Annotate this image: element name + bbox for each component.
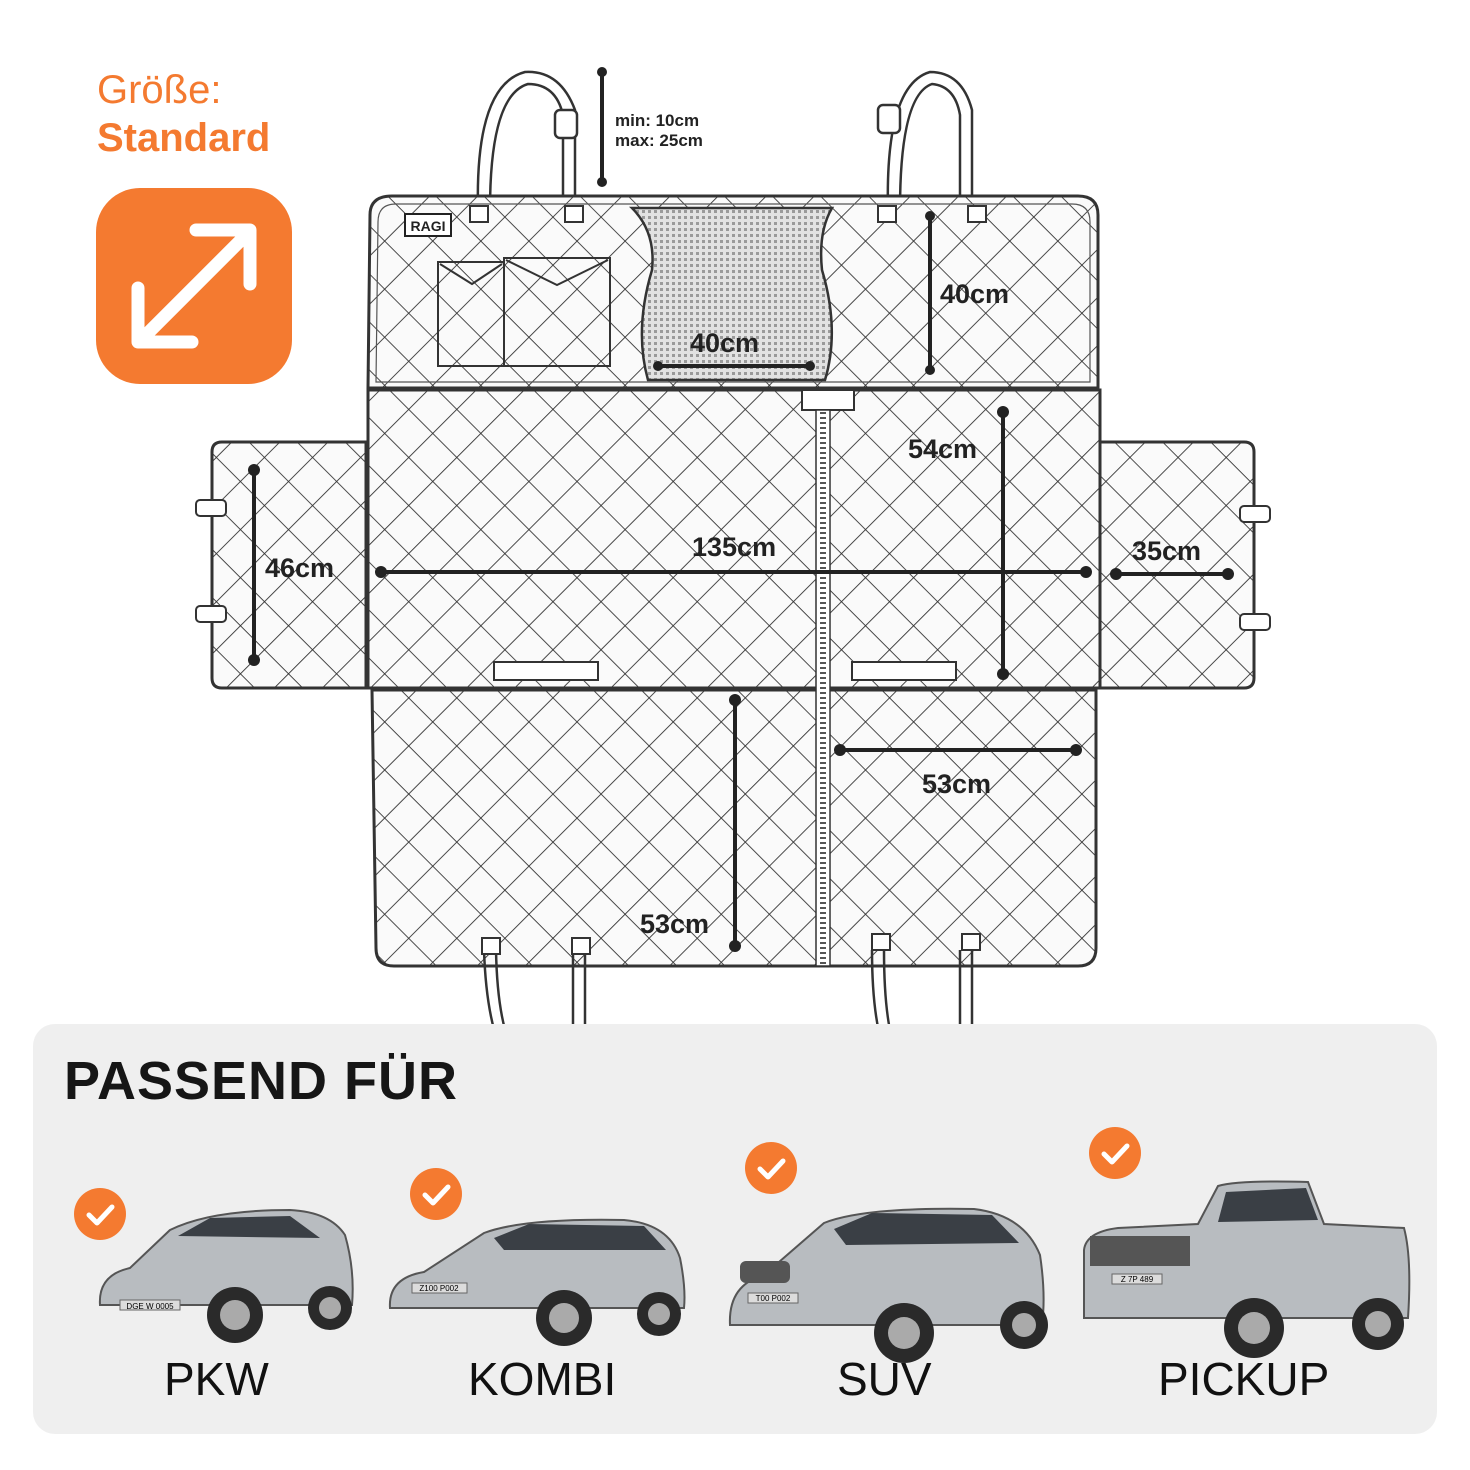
car-hatchback-image: DGE W 0005 xyxy=(98,1208,354,1343)
vehicle-label-pickup: PICKUP xyxy=(1158,1353,1330,1405)
strap-min-label: min: 10cm xyxy=(615,111,699,130)
car-pickup-image: Z 7P 489 xyxy=(1083,1180,1411,1358)
vehicle-pkw: DGE W 0005 PKW xyxy=(70,1180,370,1410)
seat-depth-label: 54cm xyxy=(908,434,977,464)
vehicle-suv: T00 P002 SUV xyxy=(720,1140,1060,1410)
strap-max-label: max: 25cm xyxy=(615,131,703,150)
side-flap-right-width-line xyxy=(1110,568,1234,580)
svg-text:Z 7P 489: Z 7P 489 xyxy=(1121,1275,1154,1284)
resize-diagonal-arrows-icon xyxy=(96,188,292,384)
total-width-line xyxy=(375,566,1092,578)
size-heading: Größe: xyxy=(97,68,222,112)
lower-height-label: 53cm xyxy=(640,909,709,939)
back-height-label: 40cm xyxy=(940,279,1009,309)
lower-width-label: 53cm xyxy=(922,769,991,799)
checkmark-icon xyxy=(745,1142,797,1194)
size-value: Standard xyxy=(97,116,271,160)
svg-text:DGE W 0005: DGE W 0005 xyxy=(126,1302,174,1311)
checkmark-icon xyxy=(74,1188,126,1240)
lower-width-line xyxy=(834,744,1082,756)
lower-height-line xyxy=(729,694,741,952)
checkmark-icon xyxy=(410,1168,462,1220)
side-flap-right-label: 35cm xyxy=(1132,536,1201,566)
zipper xyxy=(815,409,831,967)
mesh-window xyxy=(628,206,835,382)
svg-text:T00 P002: T00 P002 xyxy=(756,1294,791,1303)
vehicle-label-suv: SUV xyxy=(837,1353,932,1405)
upper-straps xyxy=(476,70,974,211)
pocket-width-line xyxy=(653,361,815,371)
compatibility-title: PASSEND FÜR xyxy=(64,1051,459,1111)
storage-pockets xyxy=(437,257,611,367)
brand-logo: RAGI xyxy=(404,213,452,237)
strap-anchors-top xyxy=(469,205,987,223)
vehicle-pickup: Z 7P 489 PICKUP xyxy=(1076,1126,1416,1410)
total-width-label: 135cm xyxy=(692,532,776,562)
vehicle-label-kombi: KOMBI xyxy=(468,1353,617,1405)
car-suv-image: T00 P002 xyxy=(728,1207,1048,1363)
side-flap-right xyxy=(1098,440,1271,690)
checkmark-icon xyxy=(1089,1127,1141,1179)
back-height-line xyxy=(925,211,935,375)
size-label: Größe: Standard xyxy=(97,66,270,162)
side-flap-left xyxy=(195,440,368,690)
vehicle-kombi: Z100 P002 KOMBI xyxy=(380,1168,700,1408)
seat-panel xyxy=(366,388,1102,690)
seat-depth-line xyxy=(997,406,1009,680)
car-wagon-image: Z100 P002 xyxy=(388,1218,686,1346)
side-flap-left-height-line xyxy=(248,464,260,666)
svg-text:Z100 P002: Z100 P002 xyxy=(419,1284,459,1293)
vehicle-label-pkw: PKW xyxy=(164,1353,269,1405)
strap-length-indicator xyxy=(597,67,607,187)
side-flap-left-label: 46cm xyxy=(265,553,334,583)
strap-anchors-bottom xyxy=(481,933,981,955)
svg-text:RAGI: RAGI xyxy=(411,218,446,234)
pocket-width-label: 40cm xyxy=(690,328,759,358)
